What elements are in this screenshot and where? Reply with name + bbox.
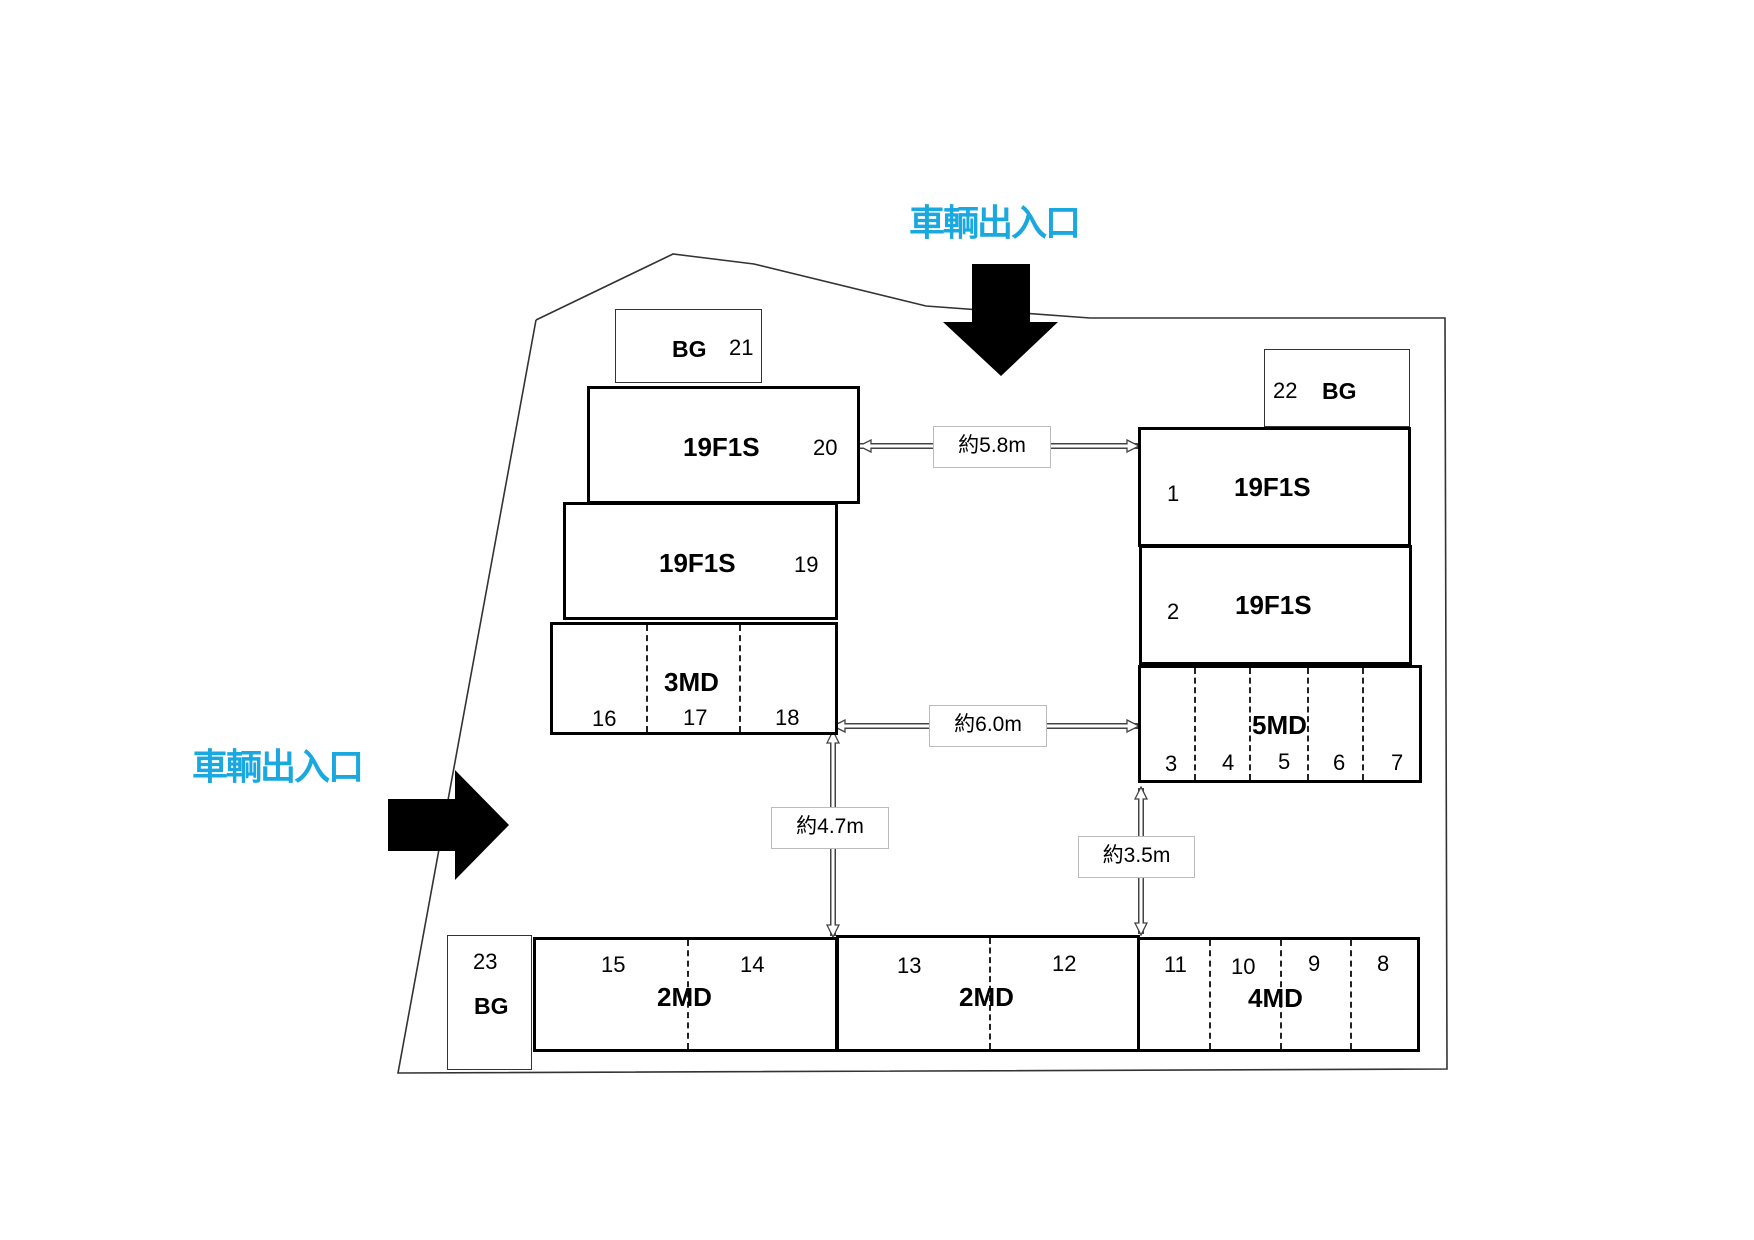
measurement-top-gap: 約5.8m — [933, 426, 1051, 468]
container-4md: 11 10 9 8 4MD — [1137, 937, 1420, 1052]
container-20-number: 20 — [813, 435, 838, 460]
slot-14: 14 — [740, 952, 765, 977]
container-19-label: 19F1S — [659, 548, 736, 578]
slot-8: 8 — [1377, 951, 1390, 976]
container-19f1s-2: 2 19F1S — [1139, 545, 1412, 665]
bg-unit-22: 22 BG — [1264, 349, 1410, 427]
slot-18: 18 — [775, 705, 800, 730]
slot-6: 6 — [1333, 750, 1346, 775]
container-19f1s-20: 19F1S 20 — [587, 386, 860, 504]
bg-23-label: BG — [474, 993, 509, 1019]
slot-4: 4 — [1222, 750, 1235, 775]
container-19f1s-1: 1 19F1S — [1138, 427, 1411, 547]
slot-11: 11 — [1164, 952, 1187, 977]
bg-21-number: 21 — [729, 335, 754, 360]
slot-7: 7 — [1391, 750, 1404, 775]
container-4md-label: 4MD — [1248, 983, 1303, 1013]
top-entrance-label: 車輌出入口 — [909, 203, 1081, 244]
left-entrance-arrow — [388, 770, 509, 880]
divider — [1307, 668, 1309, 780]
divider — [687, 940, 689, 1049]
container-1-number: 1 — [1167, 481, 1180, 506]
container-5md-label: 5MD — [1252, 710, 1307, 740]
bg-22-number: 22 — [1273, 378, 1298, 403]
left-entrance-label: 車輌出入口 — [192, 747, 364, 788]
bg-23-number: 23 — [473, 949, 498, 974]
divider — [1194, 668, 1196, 780]
slot-5: 5 — [1278, 749, 1291, 774]
container-20-label: 19F1S — [683, 432, 760, 462]
divider — [1249, 668, 1251, 780]
slot-16: 16 — [592, 706, 617, 731]
top-entrance-arrow — [943, 264, 1058, 376]
measurement-left-vertical: 約4.7m — [771, 807, 889, 849]
divider — [1362, 668, 1364, 780]
container-2md-left: 15 14 2MD — [533, 937, 838, 1052]
container-2md-middle-label: 2MD — [959, 982, 1014, 1012]
container-19-number: 19 — [794, 552, 819, 577]
site-boundary — [397, 253, 1448, 1074]
slot-15: 15 — [601, 952, 626, 977]
container-2-label: 19F1S — [1235, 590, 1312, 620]
divider — [739, 625, 741, 732]
measurement-middle-gap: 約6.0m — [929, 705, 1047, 747]
container-19f1s-19: 19F1S 19 — [563, 502, 838, 620]
slot-13: 13 — [897, 953, 922, 978]
container-2-number: 2 — [1167, 599, 1180, 624]
container-3md-label: 3MD — [664, 667, 719, 697]
container-2md-left-label: 2MD — [657, 982, 712, 1012]
measurement-right-vertical: 約3.5m — [1078, 836, 1195, 878]
container-2md-middle: 13 12 2MD — [836, 935, 1140, 1052]
divider — [1209, 940, 1211, 1049]
slot-3: 3 — [1165, 751, 1178, 776]
container-1-label: 19F1S — [1234, 472, 1311, 502]
bg-21-label: BG — [672, 336, 707, 362]
slot-10: 10 — [1231, 954, 1256, 979]
container-3md: 3MD 16 17 18 — [550, 622, 838, 735]
slot-9: 9 — [1308, 951, 1321, 976]
slot-12: 12 — [1052, 951, 1077, 976]
bg-unit-23: 23 BG — [447, 935, 532, 1070]
bg-unit-21: BG 21 — [615, 309, 762, 383]
divider — [646, 625, 648, 732]
divider — [989, 938, 991, 1049]
divider — [1280, 940, 1282, 1049]
slot-17: 17 — [683, 705, 708, 730]
container-5md: 5MD 3 4 5 6 7 — [1138, 665, 1422, 783]
bg-22-label: BG — [1322, 378, 1357, 404]
divider — [1350, 940, 1352, 1049]
